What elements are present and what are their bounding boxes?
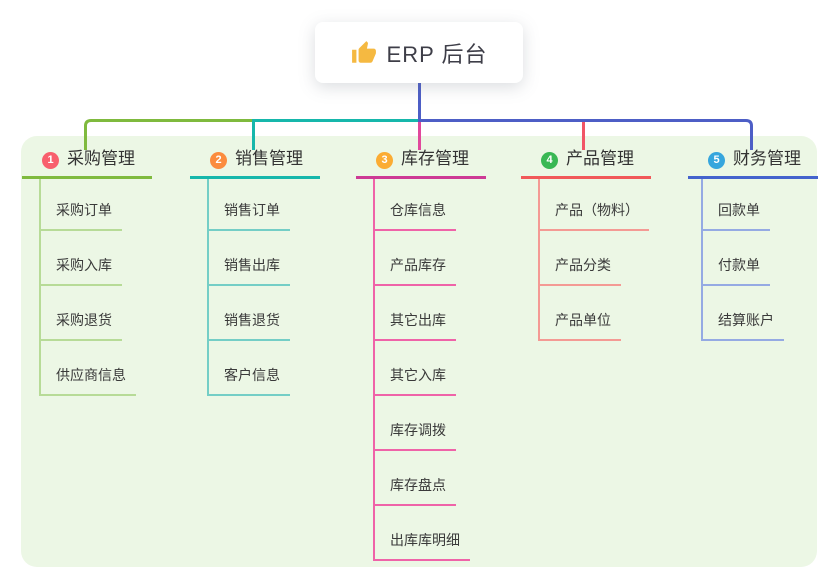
node-customer-info[interactable]: 客户信息	[207, 341, 290, 396]
node-other-outbound[interactable]: 其它出库	[373, 286, 470, 341]
branch-label-purchase: 采购管理	[67, 149, 135, 168]
badge-2-icon: 2	[210, 152, 227, 169]
node-product-stock[interactable]: 产品库存	[373, 231, 470, 286]
branch-children-purchase: 采购订单 采购入库 采购退货 供应商信息	[39, 179, 136, 396]
root-label: ERP 后台	[386, 41, 488, 67]
node-supplier-info[interactable]: 供应商信息	[39, 341, 136, 396]
branch-header-inventory[interactable]: 3 库存管理	[356, 146, 486, 179]
branches-panel	[21, 136, 817, 567]
root-node[interactable]: ERP 后台	[315, 22, 523, 83]
branch-label-sales: 销售管理	[235, 149, 303, 168]
branch-children-finance: 回款单 付款单 结算账户	[701, 179, 784, 341]
branch-label-inventory: 库存管理	[401, 149, 469, 168]
node-product-material[interactable]: 产品（物料）	[538, 179, 649, 231]
node-payment-bill[interactable]: 付款单	[701, 231, 784, 286]
node-warehouse-info[interactable]: 仓库信息	[373, 179, 470, 231]
node-product-category[interactable]: 产品分类	[538, 231, 649, 286]
node-stock-transfer[interactable]: 库存调拨	[373, 396, 470, 451]
node-purchase-order[interactable]: 采购订单	[39, 179, 136, 231]
branch-children-inventory: 仓库信息 产品库存 其它出库 其它入库 库存调拨 库存盘点 出库库明细	[373, 179, 470, 561]
branch-children-sales: 销售订单 销售出库 销售退货 客户信息	[207, 179, 290, 396]
branch-label-product: 产品管理	[566, 149, 634, 168]
branch-header-purchase[interactable]: 1 采购管理	[22, 146, 152, 179]
badge-4-icon: 4	[541, 152, 558, 169]
node-purchase-inbound[interactable]: 采购入库	[39, 231, 136, 286]
node-sales-outbound[interactable]: 销售出库	[207, 231, 290, 286]
node-sales-return[interactable]: 销售退货	[207, 286, 290, 341]
node-sales-order[interactable]: 销售订单	[207, 179, 290, 231]
node-other-inbound[interactable]: 其它入库	[373, 341, 470, 396]
branch-header-sales[interactable]: 2 销售管理	[190, 146, 320, 179]
thumbs-up-icon	[351, 40, 376, 63]
node-product-unit[interactable]: 产品单位	[538, 286, 649, 341]
branch-header-product[interactable]: 4 产品管理	[521, 146, 651, 179]
node-outbound-detail[interactable]: 出库库明细	[373, 506, 470, 561]
badge-5-icon: 5	[708, 152, 725, 169]
node-stock-count[interactable]: 库存盘点	[373, 451, 470, 506]
branch-children-product: 产品（物料） 产品分类 产品单位	[538, 179, 649, 341]
badge-1-icon: 1	[42, 152, 59, 169]
node-receipt-bill[interactable]: 回款单	[701, 179, 784, 231]
node-purchase-return[interactable]: 采购退货	[39, 286, 136, 341]
branch-header-finance[interactable]: 5 财务管理	[688, 146, 818, 179]
branch-label-finance: 财务管理	[733, 149, 801, 168]
badge-3-icon: 3	[376, 152, 393, 169]
node-settlement-account[interactable]: 结算账户	[701, 286, 784, 341]
